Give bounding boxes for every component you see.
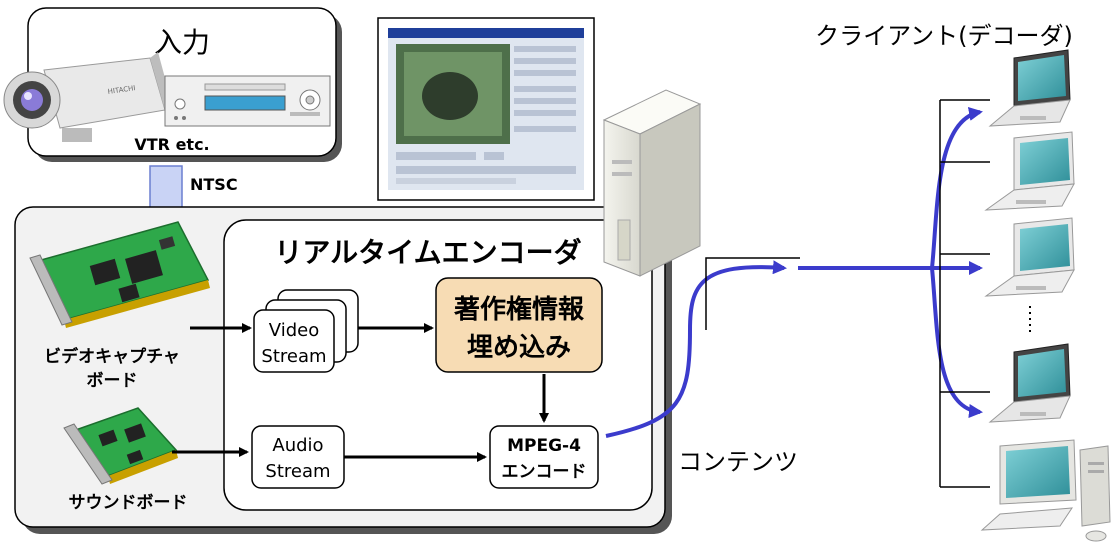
internal-flow-arrows <box>172 323 549 462</box>
audio-stream-label-1: Audio <box>272 435 323 456</box>
video-camera-icon: HITACHI <box>3 52 172 142</box>
vtr-deck-icon <box>164 75 331 127</box>
mpeg4-label-1: MPEG-4 <box>507 436 581 456</box>
audio-stream-label-2: Stream <box>265 461 330 482</box>
client-title: クライアント(デコーダ) <box>815 22 1073 50</box>
video-capture-label-2: ボード <box>87 371 138 391</box>
client-laptop-2 <box>984 131 1075 211</box>
sound-board-icon <box>63 407 178 485</box>
encoder-monitor-icon <box>377 17 595 201</box>
encoder-title: リアルタイムエンコーダ <box>274 236 581 269</box>
watermark-label-1: 著作権情報 <box>453 294 585 325</box>
audio-stream-box: Audio Stream <box>251 425 345 489</box>
copyright-watermark-box: 著作権情報 埋め込み <box>435 277 603 373</box>
watermark-label-2: 埋め込み <box>467 333 571 363</box>
mpeg4-encode-box: MPEG-4 エンコード <box>489 425 599 489</box>
client-ellipsis-dots <box>1029 306 1031 332</box>
mpeg4-label-2: エンコード <box>502 462 587 482</box>
input-panel: 入力 HITACHI VTR etc. <box>3 7 342 162</box>
client-desktop-pc <box>980 439 1111 542</box>
input-title: 入力 <box>154 26 210 59</box>
video-stream-label-1: Video <box>269 320 319 341</box>
contents-label: コンテンツ <box>678 448 798 476</box>
client-laptop-1 <box>988 49 1071 127</box>
content-flow-line <box>605 107 983 438</box>
vtr-label: VTR etc. <box>134 135 209 154</box>
camera-brand: HITACHI <box>107 84 136 96</box>
ntsc-label: NTSC <box>190 175 238 194</box>
video-capture-board-icon <box>29 221 210 328</box>
network-segment <box>705 99 990 488</box>
sound-board-label: サウンドボード <box>69 493 188 513</box>
server-tower-icon <box>602 89 702 277</box>
video-stream-label-2: Stream <box>261 346 326 367</box>
video-stream-box: Video Stream <box>253 289 359 373</box>
client-laptop-3 <box>984 217 1075 297</box>
video-capture-label-1: ビデオキャプチャ <box>44 346 180 367</box>
client-laptop-4 <box>988 343 1071 423</box>
